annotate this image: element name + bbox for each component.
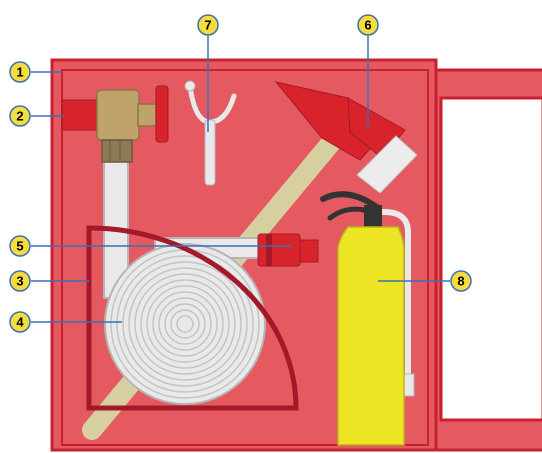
coil-ring: [122, 261, 248, 387]
coil-ring: [164, 303, 206, 345]
brass-valve: [96, 89, 157, 163]
callout-5: 5: [9, 235, 292, 257]
callout-8: 8: [378, 270, 472, 292]
callout-3: 3: [9, 270, 89, 292]
fire-axe: [274, 81, 418, 194]
callout-3-label: 3: [16, 274, 23, 289]
valve-handwheel: [155, 85, 169, 143]
coil-ring: [158, 297, 212, 351]
callout-5-label: 5: [16, 239, 23, 254]
valve-inlet: [61, 99, 101, 131]
callout-7-label: 7: [204, 18, 211, 33]
hose-reel-guard: [86, 225, 299, 411]
cabinet-door: [428, 68, 542, 452]
coil-ring: [134, 273, 236, 375]
coiled-hose: [104, 243, 266, 405]
callout-layer: 1 2 3 4 5 6 7: [9, 14, 472, 333]
callout-7: 7: [197, 14, 219, 132]
callout-6: 6: [357, 14, 379, 130]
coil-ring: [116, 255, 254, 393]
callout-6-label: 6: [364, 18, 371, 33]
callout-1: 1: [9, 61, 62, 83]
callout-1-label: 1: [16, 65, 23, 80]
coil-ring: [152, 291, 218, 357]
callout-4: 4: [9, 311, 122, 333]
coil-ring: [146, 285, 224, 363]
callout-2-label: 2: [16, 109, 23, 124]
callout-2: 2: [9, 105, 64, 127]
coil-ring: [140, 279, 230, 369]
coil-ring: [170, 309, 200, 339]
hose-nozzle: [257, 233, 319, 267]
coil-ring: [128, 267, 242, 381]
callout-8-label: 8: [457, 274, 464, 289]
coil-ring: [176, 315, 194, 333]
hose-hook: [184, 80, 237, 186]
callout-4-label: 4: [16, 315, 24, 330]
